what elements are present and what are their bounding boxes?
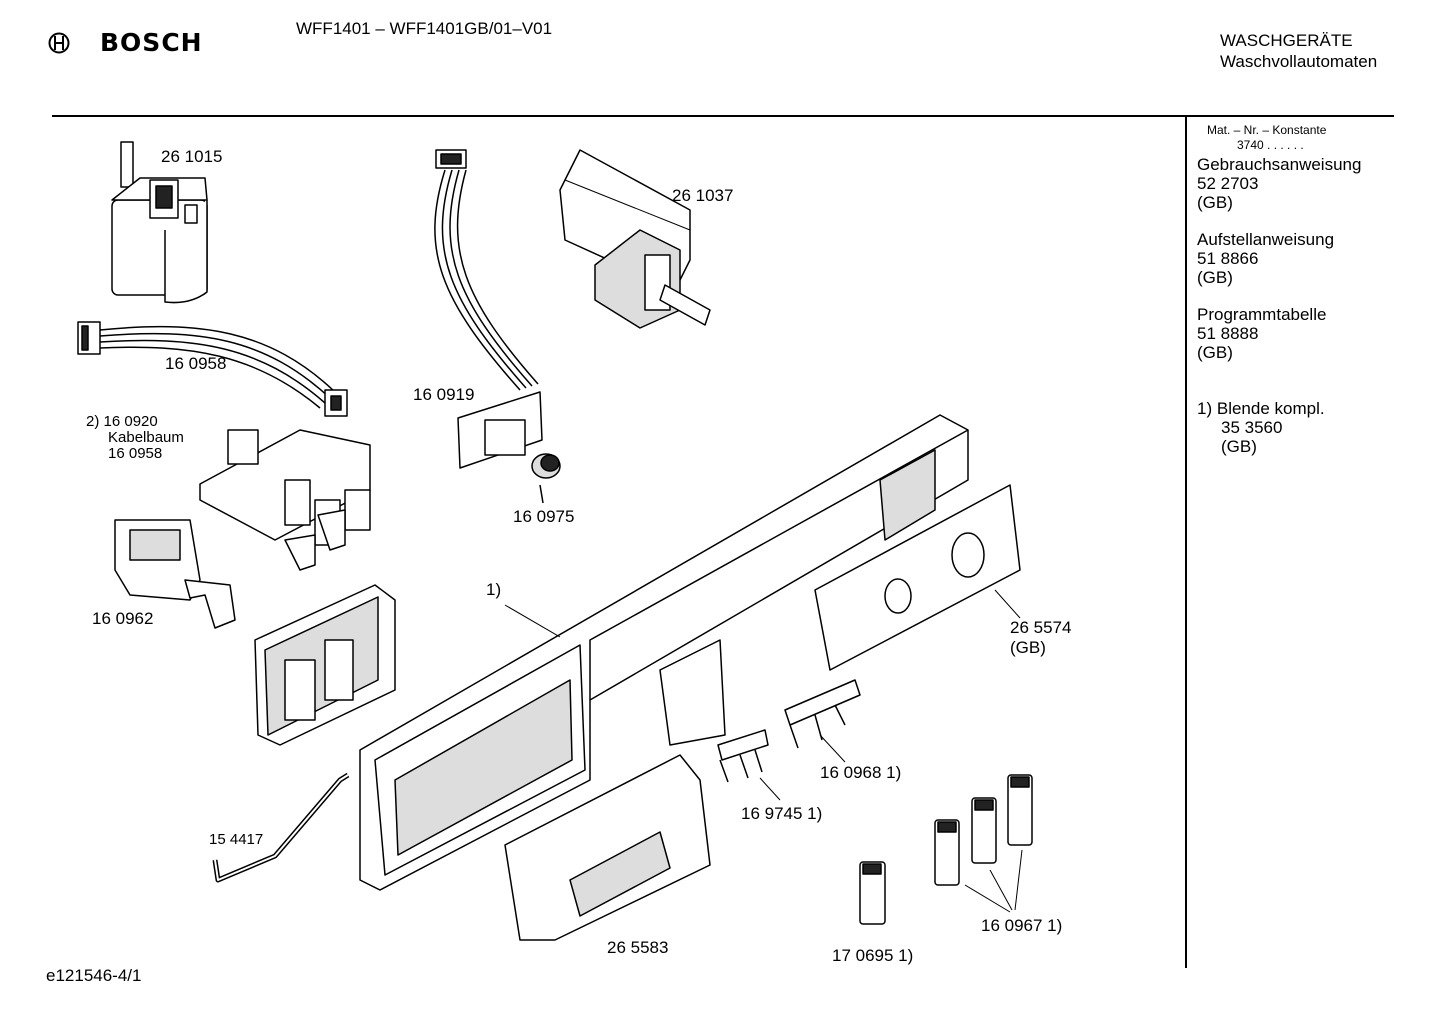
label-160958: 16 0958 xyxy=(165,354,227,373)
part-push-buttons xyxy=(934,774,1033,913)
doc-manual: Gebrauchsanweisung 52 2703 (GB) xyxy=(1197,155,1361,212)
label-160975: 16 0975 xyxy=(513,507,575,526)
part-fascia-panel xyxy=(359,414,969,891)
label-154417: 15 4417 xyxy=(209,831,264,848)
label-160967: 16 0967 1) xyxy=(981,916,1063,935)
doc-number: 51 8888 xyxy=(1197,324,1259,343)
doc-region: (GB) xyxy=(1197,193,1233,212)
label-160919: 16 0919 xyxy=(413,385,475,404)
part-single-button xyxy=(859,861,886,925)
part-connecting-rod xyxy=(212,772,350,883)
bosch-armature-icon xyxy=(48,32,70,53)
note-marker: 1) xyxy=(1197,399,1213,418)
label-265583: 26 5583 xyxy=(607,938,669,957)
part-mains-switch xyxy=(114,519,236,629)
brand-name: BOSCH xyxy=(100,28,203,57)
mat-number-value: 3740 . . . . . . xyxy=(1237,138,1304,152)
note-region: (GB) xyxy=(1221,437,1257,456)
doc-title: Programmtabelle xyxy=(1197,305,1327,324)
note-title: Blende kompl. xyxy=(1216,399,1325,418)
label-265574-region: (GB) xyxy=(1010,638,1046,657)
category-title: WASCHGERÄTE xyxy=(1220,31,1353,50)
doc-title: Gebrauchsanweisung xyxy=(1197,155,1362,174)
bosch-logo: BOSCH xyxy=(48,28,203,57)
part-drawer-front xyxy=(504,754,711,941)
part-clip-small xyxy=(717,729,781,801)
doc-title: Aufstellanweisung xyxy=(1197,230,1335,249)
label-261015: 26 1015 xyxy=(161,147,223,166)
doc-number: 51 8866 xyxy=(1197,249,1259,268)
label-fascia-note: 1) xyxy=(486,580,502,599)
subcategory-title: Waschvollautomaten xyxy=(1220,52,1378,71)
part-cable-harness xyxy=(77,321,348,417)
part-cable-pcb xyxy=(434,149,543,469)
part-knob xyxy=(531,453,561,504)
label-160920-line1: 2) 16 0920 xyxy=(86,413,158,430)
part-programme-panel xyxy=(814,484,1021,671)
model-title: WFF1401 – WFF1401GB/01–V01 xyxy=(296,19,553,38)
label-160920-line3: 16 0958 xyxy=(108,445,163,462)
exploded-parts-drawing xyxy=(77,141,1033,941)
note-fascia: 1) Blende kompl. 35 3560 (GB) xyxy=(1197,399,1325,456)
sidebar-divider xyxy=(1185,116,1187,968)
label-160968: 16 0968 1) xyxy=(820,763,902,782)
doc-installation: Aufstellanweisung 51 8866 (GB) xyxy=(1197,230,1334,287)
part-interference-filter xyxy=(111,141,208,304)
label-160920-line2: Kabelbaum xyxy=(108,429,184,446)
drawing-id: e121546-4/1 xyxy=(46,966,142,985)
doc-number: 52 2703 xyxy=(1197,174,1259,193)
doc-programme-table: Programmtabelle 51 8888 (GB) xyxy=(1197,305,1326,362)
part-clip-large xyxy=(784,679,861,763)
doc-region: (GB) xyxy=(1197,268,1233,287)
part-control-module xyxy=(559,149,711,329)
label-265574: 26 5574 xyxy=(1010,618,1072,637)
label-261037: 26 1037 xyxy=(672,186,734,205)
note-number: 35 3560 xyxy=(1221,418,1283,437)
header-divider xyxy=(52,115,1394,117)
doc-region: (GB) xyxy=(1197,343,1233,362)
label-170695: 17 0695 1) xyxy=(832,946,914,965)
part-switch-board xyxy=(199,429,371,571)
mat-number-header: Mat. – Nr. – Konstante xyxy=(1207,123,1327,137)
part-switch-holder xyxy=(254,584,396,746)
label-169745: 16 9745 1) xyxy=(741,804,823,823)
label-160962: 16 0962 xyxy=(92,609,154,628)
